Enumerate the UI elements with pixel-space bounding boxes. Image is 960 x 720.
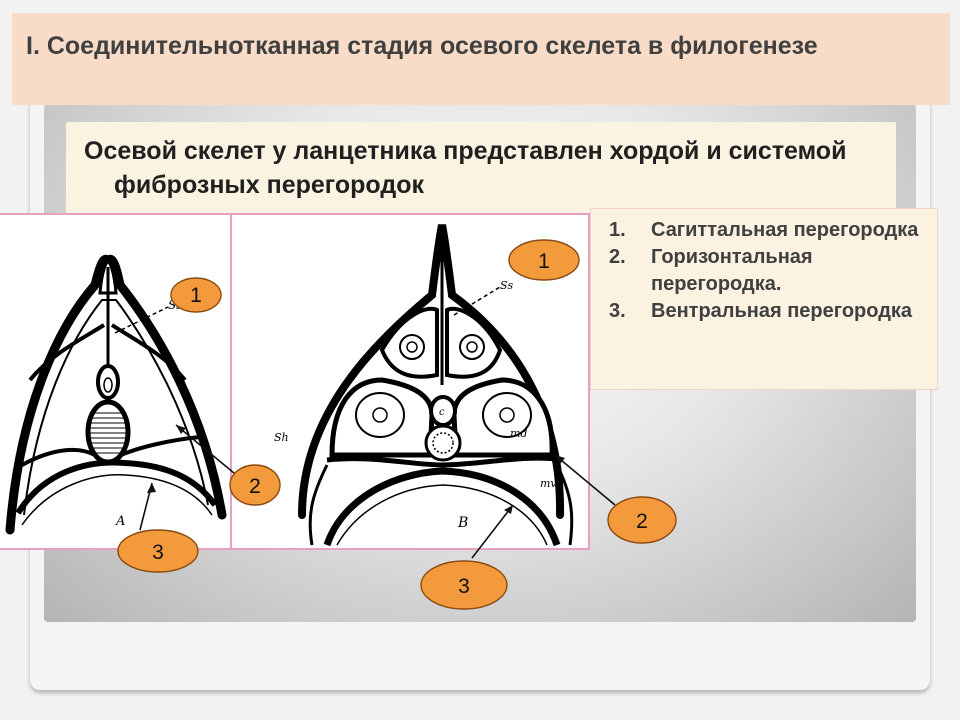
label-ss-a: Ss	[168, 298, 182, 312]
legend-number: 3.	[609, 300, 626, 322]
subtitle-box: Осевой скелет у ланцетника представлен х…	[66, 122, 896, 214]
label-panel-a: A	[115, 514, 125, 529]
legend-label: Вентральная перегородка	[651, 300, 913, 322]
figure-lancelet-a: Ss A	[0, 213, 232, 550]
legend-list: 1. Сагиттальная перегородка 2. Горизонта…	[609, 217, 925, 325]
figure-a-drawing: Ss A	[5, 254, 227, 535]
legend-label: Горизонтальная перегородка.	[651, 246, 813, 295]
legend-number: 2.	[609, 246, 626, 268]
figure-b-drawing: c Ss Sh md mv B	[274, 224, 574, 547]
label-md-b: md	[510, 427, 527, 440]
title-box: I. Соединительнотканная стадия осевого с…	[12, 13, 950, 105]
figure-lancelet-b: c Ss Sh md mv B	[230, 213, 590, 550]
label-nc-b: c	[439, 407, 445, 418]
slide-subtitle: Осевой скелет у ланцетника представлен х…	[84, 137, 847, 199]
legend-item: 2. Горизонтальная перегородка.	[609, 244, 925, 298]
legend-item: 1. Сагиттальная перегородка	[609, 217, 925, 244]
legend-label: Сагиттальная перегородка	[651, 219, 919, 241]
label-sh-b: Sh	[274, 431, 289, 444]
label-ss-b: Ss	[500, 279, 514, 292]
legend-box: 1. Сагиттальная перегородка 2. Горизонта…	[590, 208, 938, 390]
label-mv-b: mv	[540, 477, 557, 490]
label-panel-b: B	[457, 515, 468, 531]
legend-number: 1.	[609, 219, 626, 241]
legend-item: 3. Вентральная перегородка	[609, 298, 925, 325]
slide-title: I. Соединительнотканная стадия осевого с…	[26, 32, 818, 60]
